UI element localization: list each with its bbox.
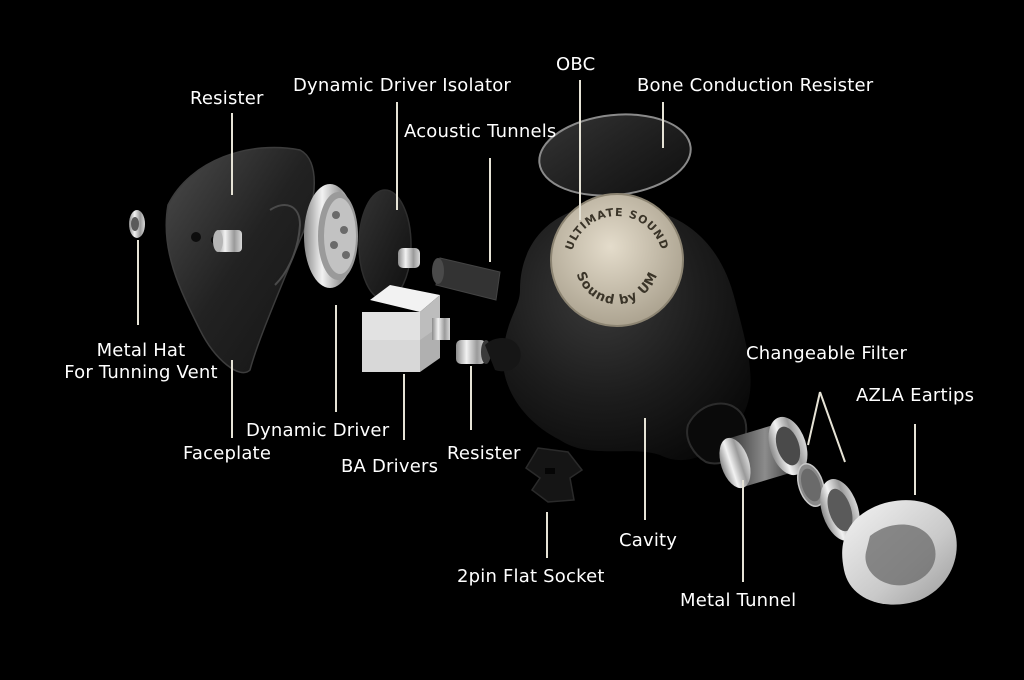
label-obc: OBC	[556, 54, 596, 75]
dynamic-driver-isolator-part	[358, 189, 420, 301]
leader-lines	[137, 80, 916, 582]
ba-drivers-part	[362, 285, 450, 372]
label-metal-hat: Metal Hat For Tunning Vent	[56, 340, 226, 384]
label-metal-hat-line2: For Tunning Vent	[64, 362, 218, 383]
resister-top-part	[213, 230, 242, 252]
label-resister-bottom: Resister	[447, 443, 521, 464]
label-faceplate: Faceplate	[183, 443, 272, 464]
label-azla-eartips: AZLA Eartips	[856, 385, 975, 406]
changeable-filter-part	[796, 463, 860, 541]
label-cavity: Cavity	[619, 530, 678, 551]
label-dynamic-driver: Dynamic Driver	[246, 420, 390, 441]
label-dynamic-driver-isolator: Dynamic Driver Isolator	[293, 75, 512, 96]
azla-eartip-part	[842, 500, 957, 605]
label-bone-conduction-resister: Bone Conduction Resister	[637, 75, 874, 96]
metal-tunnel-part	[719, 416, 808, 489]
label-ba-drivers: BA Drivers	[341, 456, 439, 477]
pin-socket-part	[525, 447, 584, 503]
label-metal-tunnel: Metal Tunnel	[680, 590, 797, 611]
resister-bottom-part	[456, 340, 491, 364]
leader-filter-a	[807, 391, 821, 446]
label-metal-hat-line1: Metal Hat	[96, 340, 186, 361]
leader-filter-b	[819, 391, 846, 463]
label-acoustic-tunnels: Acoustic Tunnels	[404, 121, 557, 142]
faceplate-part	[165, 146, 315, 374]
obc-badge: ULTIMATE SOUND Sound by UM	[550, 193, 684, 327]
label-changeable-filter: Changeable Filter	[746, 343, 908, 364]
label-pin-socket: 2pin Flat Socket	[457, 566, 605, 587]
acoustic-tunnel-part	[432, 257, 501, 301]
metal-hat-part	[129, 210, 145, 238]
label-resister-top: Resister	[190, 88, 264, 109]
bone-conduction-resister-part	[538, 113, 692, 197]
dynamic-driver-part	[304, 184, 358, 288]
